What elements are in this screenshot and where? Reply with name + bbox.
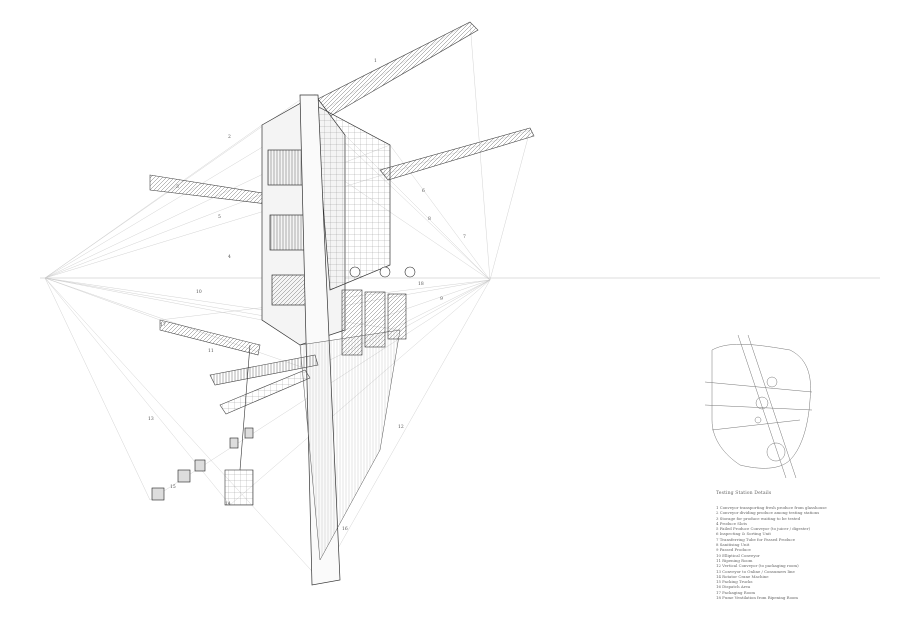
- callout-12: 12: [398, 424, 404, 430]
- legend-item: 6 Inspecting & Sorting Unit: [716, 531, 771, 537]
- callout-15: 15: [170, 484, 176, 490]
- callout-5: 5: [218, 214, 221, 220]
- legend-panel: Testing Station Details 1 Conveyor trans…: [716, 491, 896, 600]
- legend-item: 7 Transferring Tube for Passed Produce: [716, 536, 796, 542]
- legend-item: 4 Produce Slots: [716, 520, 748, 526]
- legend-item: 9 Passed Produce: [716, 547, 751, 553]
- callout-2: 2: [228, 134, 231, 140]
- legend-item: 10 Elliptical Conveyor: [716, 552, 760, 558]
- callout-16: 16: [342, 526, 348, 532]
- legend-item: 14 Rotator Crane Machine: [716, 573, 769, 579]
- construction-ray: [399, 279, 491, 331]
- callout-9: 9: [440, 296, 443, 302]
- legend-item: 8 Sanitising Unit: [716, 542, 750, 548]
- legend-item: 11 Ripening Room: [716, 557, 753, 563]
- construction-ray: [44, 277, 321, 581]
- callout-8: 8: [428, 216, 431, 222]
- lower-shaft: [299, 329, 401, 561]
- legend-item: 12 Vertical Conveyor (to packaging room): [716, 563, 799, 569]
- callout-18: 18: [418, 281, 424, 287]
- callout-6: 6: [422, 188, 425, 194]
- callout-7: 7: [463, 234, 466, 240]
- callout-11: 11: [208, 348, 214, 354]
- construction-ray: [44, 277, 151, 501]
- elliptical-conveyor: [349, 266, 416, 278]
- legend-item: 15 Packing Trucks: [716, 579, 753, 585]
- construction-ray: [44, 124, 263, 279]
- callout-14: 14: [225, 501, 231, 507]
- legend-item: 2 Conveyor dividing produce among testin…: [716, 510, 820, 516]
- rotator-crane: [224, 344, 254, 506]
- legend-item: 16 Dispatch Area: [716, 584, 751, 590]
- construction-ray: [319, 279, 491, 581]
- callout-17: 17: [160, 322, 166, 328]
- plan-inset: [704, 334, 813, 479]
- legend-list: 1 Conveyor transporting fresh produce fr…: [716, 505, 896, 600]
- callout-3: 3: [176, 184, 179, 190]
- legend-item: 18 Fume Ventilation from Ripening Room: [716, 595, 798, 601]
- construction-ray: [44, 277, 311, 371]
- construction-ray: [44, 277, 263, 321]
- callout-10: 10: [196, 289, 202, 295]
- upper-conveyor-arms: [149, 21, 535, 206]
- construction-ray: [44, 277, 161, 321]
- legend-item: 3 Storage for produce waiting to be test…: [716, 515, 801, 521]
- legend-item: 13 Conveyor to Online / Consumers line: [716, 568, 795, 574]
- legend-title: Testing Station Details: [716, 491, 772, 496]
- callout-13: 13: [148, 416, 154, 422]
- lower-conveyor: [159, 319, 319, 415]
- legend-item: 5 Failed Produce Conveyor (to juicer / d…: [716, 526, 810, 532]
- construction-ray: [489, 129, 531, 281]
- legend-item: 1 Conveyor transporting fresh produce fr…: [716, 505, 827, 510]
- legend-item: 17 Packaging Room: [716, 589, 756, 595]
- callout-labels: 1 2 3 4 5 6 7 8 9 10 11 12 13 14 15 16 1…: [148, 58, 466, 532]
- callout-1: 1: [374, 58, 377, 64]
- packaging-openings: [151, 427, 254, 501]
- callout-4: 4: [228, 254, 231, 260]
